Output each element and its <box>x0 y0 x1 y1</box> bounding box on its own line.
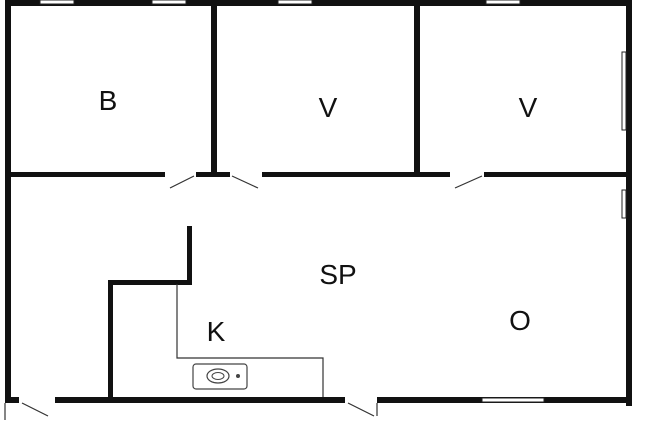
room-label-v1: V <box>319 92 338 123</box>
wall-h-4 <box>484 172 626 177</box>
window-top-4 <box>485 0 521 5</box>
outer-wall-left <box>5 0 11 400</box>
kitchen-counter <box>176 284 324 397</box>
window-right-1 <box>621 51 627 131</box>
outer-wall-bottom-corner <box>5 397 19 403</box>
room-label-k: K <box>207 316 226 347</box>
outer-wall-top <box>5 0 632 6</box>
kitchen-wall-horizontal <box>108 280 192 285</box>
outer-wall-bottom-left <box>55 397 345 403</box>
kitchen-wall-vertical-top <box>187 226 192 284</box>
window-right-2 <box>621 189 627 219</box>
wall-h-3 <box>262 172 450 177</box>
window-top-3 <box>277 0 313 5</box>
room-label-sp: SP <box>319 259 356 290</box>
room-label-o: O <box>509 305 531 336</box>
window-bottom-1 <box>481 397 545 403</box>
kitchen-wall-vertical-bottom <box>108 280 113 400</box>
window-top-2 <box>151 0 187 5</box>
door-entry-left <box>21 402 49 417</box>
door-b <box>169 175 195 189</box>
room-label-v2: V <box>519 92 538 123</box>
window-top-1 <box>39 0 75 5</box>
door-entry-main <box>347 402 375 417</box>
wall-v1-v2 <box>414 0 420 176</box>
outer-wall-right <box>626 0 632 406</box>
room-label-b: B <box>99 85 118 116</box>
door-v2 <box>454 175 483 189</box>
door-v1 <box>231 175 259 189</box>
wall-h-2 <box>196 172 230 177</box>
wall-h-1 <box>5 172 165 177</box>
wall-b-v1 <box>211 0 217 176</box>
sink-icon <box>192 363 248 390</box>
